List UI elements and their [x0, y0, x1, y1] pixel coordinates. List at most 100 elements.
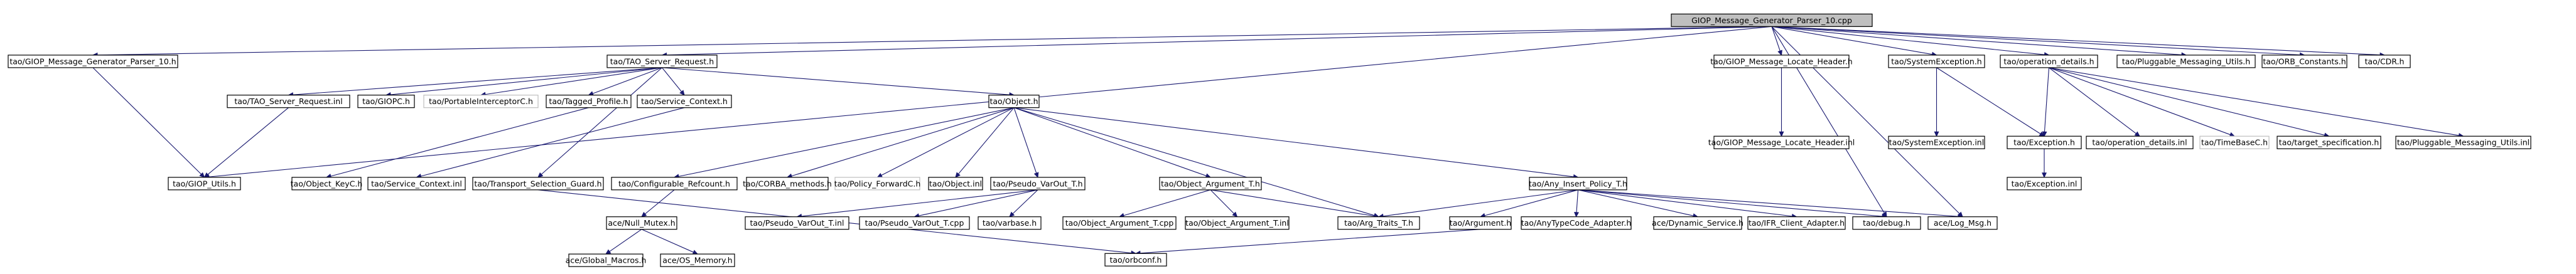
node-label: tao/IFR_Client_Adapter.h [1749, 218, 1845, 228]
node-box [745, 216, 849, 230]
file-node[interactable]: tao/CDR.h [2358, 55, 2411, 68]
node-box [1449, 216, 1512, 230]
file-node[interactable]: tao/GIOP_Message_Locate_Header.h [1710, 55, 1853, 68]
edge-n1-n22 [92, 67, 205, 178]
node-box [1747, 216, 1846, 230]
file-node[interactable]: tao/orbconf.h [1104, 253, 1167, 266]
node-label: tao/Argument.h [1450, 218, 1511, 228]
node-box [1104, 253, 1167, 266]
file-node[interactable]: tao/Pseudo_VarOut_T.h [990, 177, 1086, 191]
edge-n2-n12 [588, 67, 662, 96]
root-file-node[interactable]: GIOP_Message_Generator_Parser_10.cpp [1671, 13, 1873, 27]
edge-root-n5 [1771, 26, 2050, 58]
file-node[interactable]: tao/Any_Insert_Policy_T.h [1529, 177, 1627, 191]
file-node[interactable]: tao/Object_KeyC.h [291, 177, 363, 191]
file-node[interactable]: tao/Transport_Selection_Guard.h [472, 177, 604, 191]
edge-n14-n29 [955, 107, 1015, 178]
file-node[interactable]: ace/Dynamic_Service.h [1652, 216, 1743, 230]
file-node[interactable]: ace/OS_Memory.h [660, 253, 735, 267]
file-node[interactable]: tao/Configurable_Refcount.h [611, 177, 738, 191]
file-node[interactable]: tao/operation_details.inl [2086, 135, 2194, 149]
node-label: tao/Object.h [989, 97, 1038, 106]
node-box [746, 177, 829, 191]
node-box [2261, 55, 2347, 68]
node-label: tao/Any_Insert_Policy_T.h [1529, 179, 1627, 188]
file-node[interactable]: tao/Object.inl [928, 177, 983, 191]
edge-n31-n38 [1118, 189, 1211, 218]
file-node[interactable]: tao/TimeBaseC.h [2199, 135, 2270, 149]
node-box [1529, 177, 1627, 191]
edge-n9-n22 [203, 107, 289, 178]
edge-root-n2 [661, 26, 1772, 58]
file-node[interactable]: tao/GIOP_Message_Generator_Parser_10.h [8, 55, 178, 68]
file-node[interactable]: tao/Policy_ForwardC.h [834, 177, 921, 191]
node-label: tao/Pluggable_Messaging_Utils.h [2122, 56, 2250, 66]
node-label: tao/CDR.h [2365, 56, 2405, 66]
file-node[interactable]: tao/Arg_Traits_T.h [1337, 216, 1420, 230]
file-node[interactable]: tao/TAO_Server_Request.h [606, 55, 718, 68]
node-label: tao/Pseudo_VarOut_T.cpp [865, 218, 964, 228]
file-node[interactable]: tao/TAO_Server_Request.inl [227, 95, 350, 108]
file-node[interactable]: tao/Pluggable_Messaging_Utils.inl [2395, 135, 2531, 149]
file-node[interactable]: tao/Exception.h [2007, 135, 2082, 149]
node-box [834, 177, 920, 191]
edge-n2-n14 [662, 67, 1015, 98]
file-node[interactable]: tao/Object_Argument_T.inl [1185, 216, 1290, 230]
file-node[interactable]: tao/Argument.h [1449, 216, 1512, 230]
file-node[interactable]: ace/Null_Mutex.h [606, 216, 677, 230]
file-node[interactable]: tao/Pseudo_VarOut_T.cpp [859, 216, 970, 230]
edge-n30-n36 [913, 189, 1038, 219]
file-node[interactable]: tao/GIOP_Message_Locate_Header.inl [1708, 135, 1855, 149]
file-node[interactable]: tao/target_specification.h [2277, 135, 2381, 149]
file-node[interactable]: tao/Pluggable_Messaging_Utils.h [2116, 55, 2256, 68]
file-node[interactable]: tao/varbase.h [978, 216, 1042, 230]
edge-n2-n9 [288, 67, 662, 98]
file-node[interactable]: tao/Tagged_Profile.h [546, 95, 632, 108]
file-node[interactable]: tao/SystemException.inl [1888, 135, 1985, 149]
file-node[interactable]: tao/Object_Argument_T.h [1159, 177, 1262, 191]
node-box [423, 95, 539, 108]
edge-n14-n40 [1013, 107, 1380, 218]
file-node[interactable]: ace/Log_Msg.h [1927, 216, 1998, 230]
file-node[interactable]: tao/SystemException.h [1888, 55, 1985, 68]
node-box [8, 55, 178, 68]
edge-n41-n49 [1134, 229, 1481, 256]
file-node[interactable]: tao/PortableInterceptorC.h [423, 95, 539, 108]
file-node[interactable]: tao/debug.h [1852, 216, 1921, 230]
edge-n4-n17 [1936, 67, 2045, 137]
file-node[interactable]: tao/Exception.inl [2007, 177, 2082, 191]
edge-n32-n40 [1377, 189, 1578, 219]
node-label: tao/TAO_Server_Request.inl [234, 97, 342, 106]
node-label: tao/Exception.inl [2012, 179, 2078, 188]
file-node[interactable]: tao/IFR_Client_Adapter.h [1747, 216, 1846, 230]
file-node[interactable]: tao/GIOP_Utils.h [168, 177, 241, 191]
file-node[interactable]: tao/GIOPC.h [357, 95, 415, 108]
edge-n5-n18 [2049, 67, 2140, 137]
node-box [2116, 55, 2256, 68]
file-node[interactable]: tao/ORB_Constants.h [2261, 55, 2347, 68]
node-box [472, 177, 604, 191]
file-node[interactable]: tao/Service_Context.inl [367, 177, 466, 191]
file-node[interactable]: tao/Pseudo_VarOut_T.inl [745, 216, 849, 230]
node-box [2358, 55, 2411, 68]
node-box [859, 216, 970, 230]
node-label: tao/GIOP_Message_Locate_Header.h [1710, 56, 1852, 66]
file-node[interactable]: tao/CORBA_methods.h [743, 177, 832, 191]
file-node[interactable]: tao/Object.h [988, 95, 1040, 108]
file-node[interactable]: ace/Global_Macros.h [566, 253, 647, 267]
node-label: tao/operation_details.h [2003, 56, 2094, 66]
node-box [2199, 135, 2270, 149]
node-label: tao/SystemException.inl [1889, 138, 1984, 147]
edge-n14-n30 [1013, 107, 1039, 178]
edge-root-n7 [1771, 26, 2305, 58]
node-label: tao/Object_Argument_T.h [1161, 179, 1260, 188]
node-box [606, 216, 677, 230]
node-label: tao/Policy_ForwardC.h [834, 179, 921, 188]
file-node[interactable]: tao/Service_Context.h [637, 95, 732, 108]
node-label: tao/Pluggable_Messaging_Utils.inl [2397, 138, 2530, 147]
file-node[interactable]: tao/operation_details.h [2000, 55, 2098, 68]
file-node[interactable]: tao/AnyTypeCode_Adapter.h [1521, 216, 1632, 230]
node-box [1852, 216, 1921, 230]
file-node[interactable]: tao/Object_Argument_T.cpp [1062, 216, 1177, 230]
